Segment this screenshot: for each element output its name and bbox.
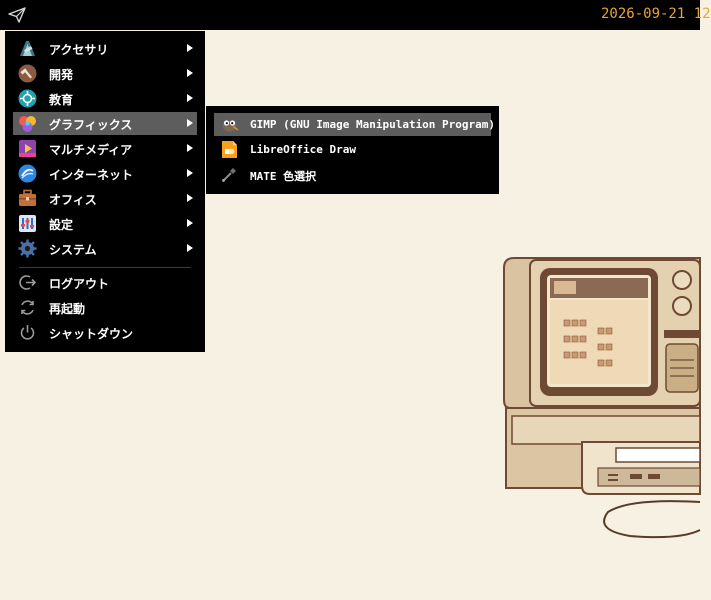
- menu-item-label: グラフィックス: [49, 118, 133, 132]
- submenu-arrow-icon: [187, 119, 193, 127]
- menu-item-internet[interactable]: インターネット: [13, 162, 197, 185]
- menu-item-label: 再起動: [49, 302, 86, 316]
- development-icon: [18, 64, 37, 83]
- menu-item-label: アクセサリ: [49, 43, 109, 57]
- menu-item-label: シャットダウン: [49, 327, 134, 341]
- submenu-item-label: LibreOffice Draw: [250, 143, 356, 156]
- menu-separator: [19, 267, 191, 268]
- menu-item-label: マルチメディア: [49, 143, 133, 157]
- color-picker-icon: [220, 165, 239, 184]
- menu-launcher-button[interactable]: [6, 5, 28, 25]
- submenu-item-libreoffice-draw[interactable]: LibreOffice Draw: [214, 138, 491, 161]
- submenu-arrow-icon: [187, 144, 193, 152]
- menu-item-office[interactable]: オフィス: [13, 187, 197, 210]
- menu-item-accessories[interactable]: アクセサリ: [13, 37, 197, 60]
- menu-item-shutdown[interactable]: シャットダウン: [13, 321, 197, 344]
- submenu-arrow-icon: [187, 219, 193, 227]
- menu-item-label: インターネット: [49, 168, 134, 182]
- menu-item-label: 開発: [49, 68, 74, 82]
- menu-item-education[interactable]: 教育: [13, 87, 197, 110]
- application-menu: アクセサリ 開発 教育: [5, 31, 205, 352]
- graphics-icon: [18, 114, 37, 133]
- submenu-item-label: GIMP (GNU Image Manipulation Program): [250, 118, 496, 131]
- libreoffice-draw-icon: [220, 140, 239, 159]
- logout-icon: [18, 273, 37, 292]
- system-icon: [18, 239, 37, 258]
- submenu-arrow-icon: [187, 69, 193, 77]
- menu-item-label: 設定: [49, 218, 74, 232]
- submenu-arrow-icon: [187, 194, 193, 202]
- settings-icon: [18, 214, 37, 233]
- education-icon: [18, 89, 37, 108]
- shutdown-icon: [18, 323, 37, 342]
- menu-item-logout[interactable]: ログアウト: [13, 271, 197, 294]
- menu-item-restart[interactable]: 再起動: [13, 296, 197, 319]
- submenu-item-color-picker[interactable]: MATE 色選択: [214, 163, 491, 186]
- clock[interactable]: 2026-09-21 12: [601, 6, 711, 22]
- menu-item-graphics[interactable]: グラフィックス: [13, 112, 197, 135]
- submenu-item-gimp[interactable]: GIMP (GNU Image Manipulation Program): [214, 113, 495, 136]
- menu-item-multimedia[interactable]: マルチメディア: [13, 137, 197, 160]
- retro-computer-wallpaper-illustration: [503, 257, 701, 539]
- top-panel: 2026-09-21 12: [0, 0, 711, 30]
- office-icon: [18, 189, 37, 208]
- menu-item-label: オフィス: [49, 193, 97, 207]
- graphics-submenu: GIMP (GNU Image Manipulation Program) Li…: [206, 106, 499, 194]
- restart-icon: [18, 298, 37, 317]
- menu-item-label: 教育: [49, 93, 74, 107]
- send-arrow-icon: [8, 7, 26, 23]
- multimedia-icon: [18, 139, 37, 158]
- submenu-arrow-icon: [187, 44, 193, 52]
- menu-item-settings[interactable]: 設定: [13, 212, 197, 235]
- menu-item-label: ログアウト: [49, 277, 110, 291]
- submenu-arrow-icon: [187, 94, 193, 102]
- menu-item-development[interactable]: 開発: [13, 62, 197, 85]
- submenu-arrow-icon: [187, 244, 193, 252]
- menu-item-label: システム: [49, 243, 97, 257]
- menu-item-system[interactable]: システム: [13, 237, 197, 260]
- accessories-icon: [18, 39, 37, 58]
- submenu-item-label: MATE 色選択: [250, 170, 317, 183]
- submenu-arrow-icon: [187, 169, 193, 177]
- internet-icon: [18, 164, 37, 183]
- gimp-icon: [220, 115, 239, 134]
